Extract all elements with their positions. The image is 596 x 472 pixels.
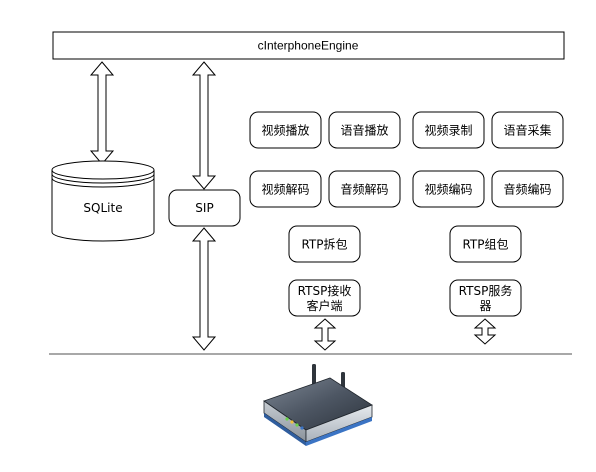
module-rtp-pack: RTP组包	[449, 225, 522, 263]
arrow-sip-network	[191, 227, 217, 351]
module-rtsp-client-label-line1: RTSP接收	[298, 283, 352, 298]
arrow-rtsp-client-network	[313, 318, 337, 351]
module-video-encode-label: 视频编码	[424, 182, 472, 197]
module-rtsp-client-label-line2: 客户端	[306, 298, 342, 313]
sip-label: SIP	[195, 201, 213, 215]
module-rtsp-client: RTSP接收 客户端	[288, 279, 361, 317]
arrow-rtsp-server-network	[473, 318, 497, 345]
module-rtp-unpack: RTP拆包	[288, 225, 361, 263]
module-video-encode: 视频编码	[412, 170, 485, 208]
module-rtsp-server: RTSP服务 器	[449, 279, 522, 317]
module-video-decode-label: 视频解码	[261, 182, 309, 197]
arrow-engine-sip	[191, 61, 217, 190]
module-audio-decode: 音频解码	[328, 170, 401, 208]
module-audio-capture: 语音采集	[491, 111, 564, 149]
module-audio-play: 语音播放	[328, 111, 401, 149]
module-video-play-label: 视频播放	[261, 123, 309, 138]
module-video-record: 视频录制	[412, 111, 485, 149]
module-video-record-label: 视频录制	[424, 123, 472, 138]
module-video-play: 视频播放	[249, 111, 322, 149]
sip-box: SIP	[168, 189, 241, 227]
module-rtsp-server-label-line1: RTSP服务	[459, 283, 513, 298]
module-audio-encode: 音频编码	[491, 170, 564, 208]
sqlite-database: SQLite	[51, 160, 155, 242]
module-audio-play-label: 语音播放	[340, 123, 388, 138]
module-rtp-unpack-label: RTP拆包	[301, 237, 347, 252]
module-audio-encode-label: 音频编码	[503, 182, 551, 197]
sqlite-label: SQLite	[83, 201, 122, 215]
router-icon	[263, 364, 373, 446]
arrow-engine-sqlite	[89, 61, 115, 165]
module-rtp-pack-label: RTP组包	[462, 238, 508, 252]
module-audio-decode-label: 音频解码	[340, 182, 388, 197]
engine-bar: cInterphoneEngine	[52, 31, 565, 60]
module-audio-capture-label: 语音采集	[503, 123, 551, 138]
engine-label: cInterphoneEngine	[258, 39, 359, 53]
module-rtsp-server-label-line2: 器	[479, 299, 491, 313]
module-video-decode: 视频解码	[249, 170, 322, 208]
